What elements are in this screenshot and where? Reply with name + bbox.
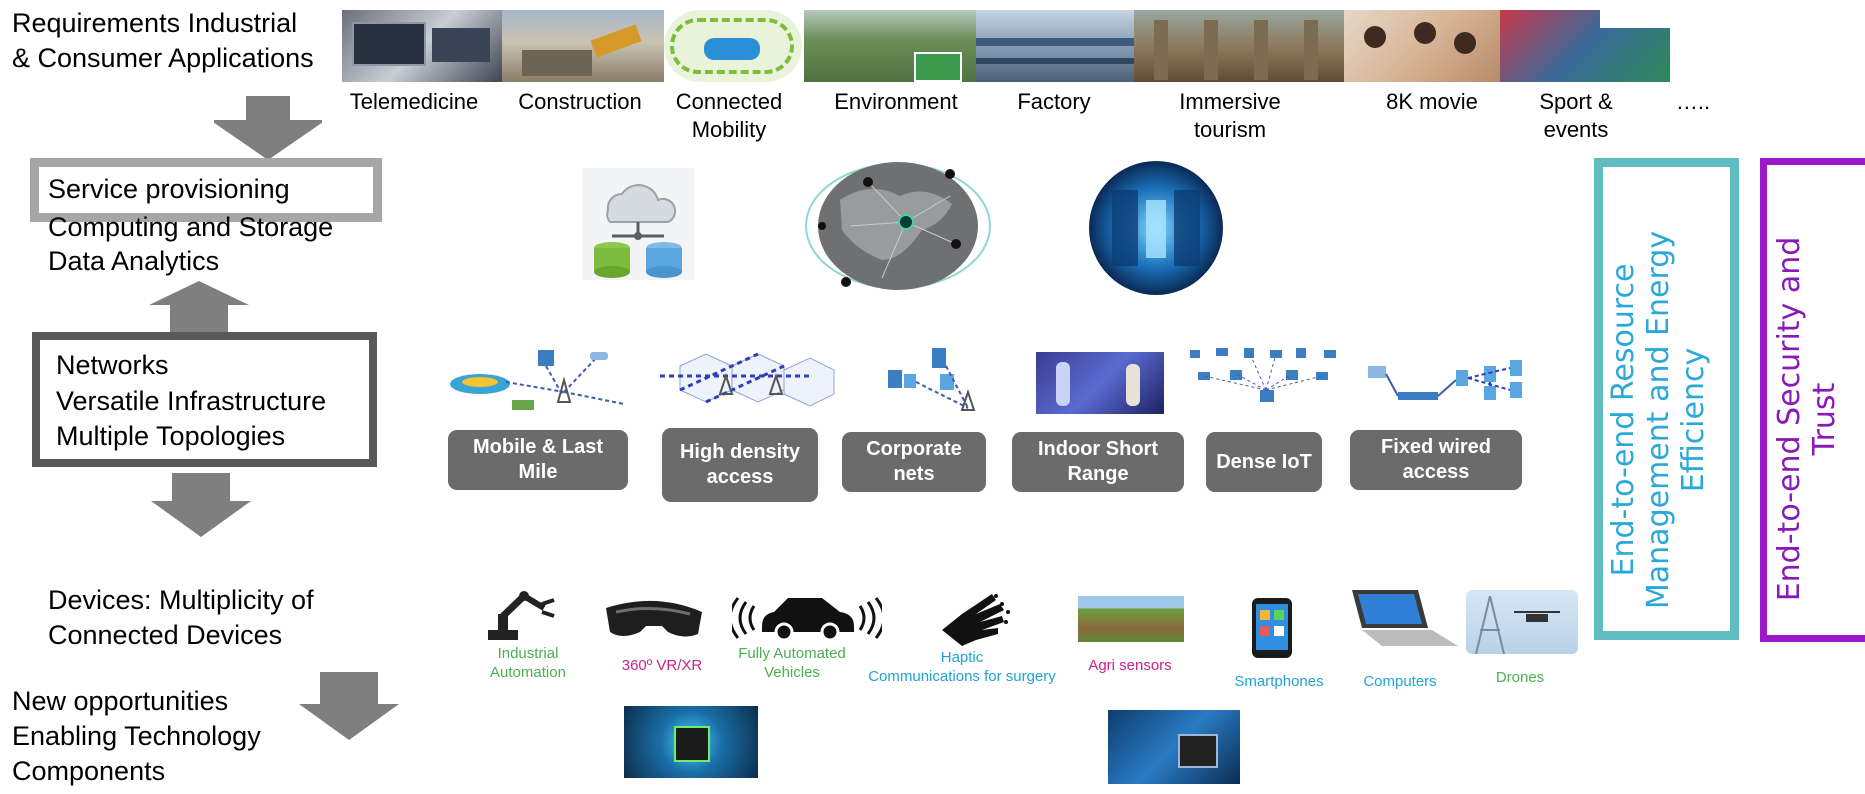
multiple-topologies-label: Multiple Topologies — [56, 421, 286, 451]
opportunities-line3: Components — [12, 756, 166, 786]
industrial-line1: Industrial — [497, 645, 559, 662]
drone-icon — [1475, 595, 1560, 654]
haptic-line2: Communications for surgery — [868, 668, 1056, 685]
requirements-line1: Requirements Industrial — [12, 8, 298, 38]
networks-box — [32, 332, 377, 467]
app-label-mobility-line2: Mobility — [691, 117, 767, 142]
device-label-drones: Drones — [1495, 669, 1545, 686]
app-label-mobility-line1: Connected — [675, 89, 783, 114]
drone-photo — [1466, 590, 1578, 654]
connected-car-icon — [732, 597, 882, 642]
8k-movie-photo — [1344, 10, 1500, 82]
app-label-tourism-line1: Immersive — [1179, 89, 1281, 114]
connected-mobility-photo — [664, 10, 802, 82]
vehicles-line2: Vehicles — [764, 664, 820, 681]
arrow-down-opportunities — [299, 672, 399, 740]
device-label-computers: Computers — [1363, 673, 1437, 690]
high-density-topology-icon — [660, 352, 835, 407]
security-trust-text: End-to-end Security and Trust — [1772, 184, 1858, 654]
app-label-sport-line2: events — [1543, 117, 1609, 142]
service-provisioning-title: Service provisioning — [48, 174, 290, 204]
resource-line3: Efficiency — [1676, 347, 1711, 493]
opportunities-line2: Enabling Technology — [12, 721, 261, 751]
service-provisioning-box — [30, 158, 382, 222]
agri-field-photo — [1078, 596, 1184, 642]
device-label-vehicles: Fully Automated Vehicles — [722, 644, 862, 682]
mobile-topology-icon — [450, 350, 625, 410]
device-label-haptic: Haptic Communications for surgery — [852, 648, 1072, 686]
haptic-hand-icon — [942, 594, 1010, 646]
arrow-up-networks — [149, 281, 249, 337]
device-label-vr: 360º VR/XR — [621, 657, 703, 674]
network-indoor-short-range: Indoor Short Range — [1012, 432, 1184, 492]
network-corporate: Corporate nets — [842, 432, 986, 492]
networks-title: Networks — [56, 350, 169, 380]
app-label-ellipsis: ….. — [1675, 89, 1711, 114]
indoor-short-range-photo — [1036, 352, 1164, 414]
laptop-computer-icon — [1352, 590, 1458, 646]
sport-events-photo — [1500, 10, 1670, 82]
corporate-topology-icon — [888, 348, 976, 411]
app-label-construction: Construction — [518, 89, 642, 114]
data-center-icon — [1089, 161, 1223, 295]
computing-storage-label: Computing and Storage — [48, 212, 334, 242]
chip-photo-left — [624, 706, 758, 778]
app-label-8k-movie: 8K movie — [1386, 89, 1478, 114]
dense-iot-topology-icon — [1190, 348, 1336, 402]
network-high-density: High density access — [662, 428, 818, 502]
security-trust-panel — [1760, 158, 1865, 642]
globe-network-icon — [805, 162, 991, 290]
app-label-connected-mobility: Connected Mobility — [664, 88, 794, 144]
resource-management-text: End-to-end Resource Management and Energ… — [1606, 180, 1726, 660]
arrow-down-requirements — [214, 96, 322, 160]
app-label-sport-events: Sport & events — [1528, 88, 1624, 144]
fixed-wired-topology-icon — [1368, 360, 1522, 400]
cloud-storage-icon — [582, 168, 694, 280]
devices-label: Devices: Multiplicity of Connected Devic… — [48, 583, 314, 653]
telemedicine-photo — [342, 10, 502, 82]
security-line1: End-to-end Security and — [1772, 236, 1807, 602]
opportunities-line1: New opportunities — [12, 686, 229, 716]
chip-photo-right — [1108, 710, 1240, 784]
resource-management-panel — [1594, 158, 1739, 640]
factory-photo — [976, 10, 1134, 82]
app-label-telemedicine: Telemedicine — [349, 89, 479, 114]
requirements-label: Requirements Industrial & Consumer Appli… — [12, 6, 314, 76]
app-label-environment: Environment — [834, 89, 958, 114]
smartphone-icon — [1252, 598, 1292, 658]
vehicles-line1: Fully Automated — [738, 645, 846, 662]
app-label-immersive-tourism: Immersive tourism — [1164, 88, 1296, 144]
vr-headset-icon — [606, 600, 702, 637]
device-label-smartphones: Smartphones — [1234, 673, 1324, 690]
haptic-line1: Haptic — [940, 649, 984, 666]
network-mobile-last-mile: Mobile & Last Mile — [448, 430, 628, 490]
app-label-tourism-line2: tourism — [1193, 117, 1267, 142]
app-label-factory: Factory — [1017, 89, 1091, 114]
requirements-line2: & Consumer Applications — [12, 43, 314, 73]
opportunities-label: New opportunities Enabling Technology Co… — [12, 684, 261, 789]
devices-line2: Connected Devices — [48, 620, 283, 650]
environment-photo — [804, 10, 976, 82]
industrial-line2: Automation — [490, 664, 566, 681]
immersive-tourism-photo — [1134, 10, 1344, 82]
resource-line2: Management and Energy — [1641, 230, 1676, 610]
devices-line1: Devices: Multiplicity of — [48, 585, 314, 615]
app-label-sport-line1: Sport & — [1539, 89, 1613, 114]
construction-photo — [502, 10, 664, 82]
industrial-robot-icon — [488, 591, 555, 640]
arrow-down-devices — [151, 473, 251, 537]
versatile-infrastructure-label: Versatile Infrastructure — [56, 386, 327, 416]
security-line2: Trust — [1807, 382, 1842, 456]
data-analytics-label: Data Analytics — [48, 246, 220, 276]
device-label-industrial: Industrial Automation — [470, 644, 586, 682]
device-label-agri: Agri sensors — [1088, 657, 1172, 674]
network-dense-iot: Dense IoT — [1206, 432, 1322, 492]
resource-line1: End-to-end Resource — [1606, 263, 1641, 577]
network-fixed-wired: Fixed wired access — [1350, 430, 1522, 490]
